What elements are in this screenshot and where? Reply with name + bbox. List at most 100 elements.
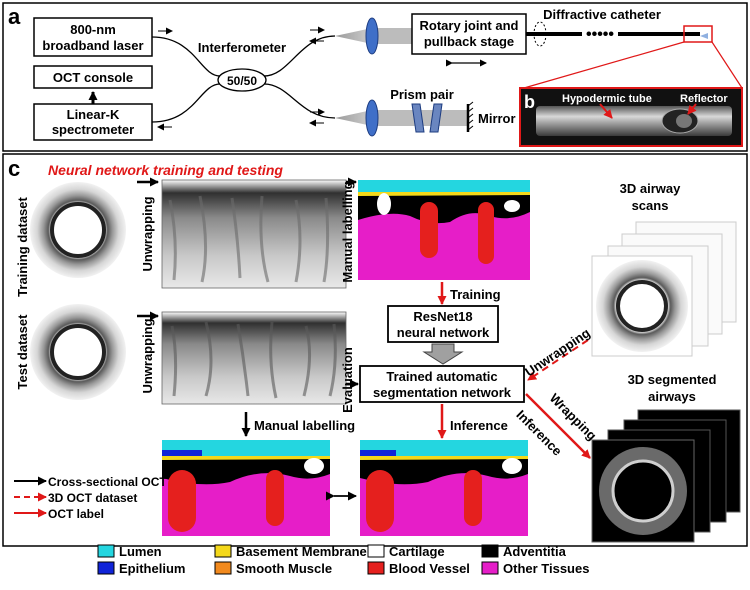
fiber-laser (151, 36, 221, 77)
oct-texture (168, 195, 330, 283)
cartilage-region (502, 458, 522, 474)
epithelium-layer (162, 450, 202, 456)
evaluation-label: Evaluation (340, 347, 355, 413)
blood-vessel-region (464, 470, 482, 526)
prism-label: Prism pair (390, 87, 454, 102)
trained-network-box (359, 365, 525, 403)
cartilage-region (377, 193, 391, 215)
training-dataset-label: Training dataset (15, 196, 30, 296)
unwrapping-label-training: Unwrapping (140, 196, 155, 271)
reflector-pointer (687, 103, 697, 115)
zoom-line-left (523, 41, 685, 89)
epithelium-layer (360, 450, 396, 456)
prism-2 (429, 103, 443, 133)
test-unwrapped-oct (161, 311, 347, 405)
legend-label: Cartilage (389, 544, 445, 559)
panel-c-title: Neural network training and testing (48, 162, 283, 178)
key-cross-sectional-label: Cross-sectional OCT (48, 475, 167, 489)
key-3d-dataset-label: 3D OCT dataset (48, 491, 137, 505)
laser-label-2: broadband laser (42, 38, 143, 53)
mirror-hatch (467, 101, 474, 131)
adventitia-layer (162, 456, 330, 485)
mirror-label: Mirror (478, 111, 516, 126)
spectrometer-label-1: Linear-K (67, 107, 120, 122)
rotary-label-2: pullback stage (424, 34, 514, 49)
basement-membrane-layer (162, 456, 330, 460)
spectrometer-box (33, 103, 153, 141)
legend-swatch (214, 561, 232, 575)
catheter-tip-beam (700, 33, 708, 39)
reflector-label: Reflector (680, 93, 728, 105)
3d-seg-lumen (611, 459, 675, 523)
3d-scan-lumen (616, 280, 668, 332)
coupler-label: 50/50 (227, 74, 257, 88)
training-unwrapped-oct (161, 179, 347, 289)
blood-vessel-region (420, 202, 438, 258)
laser-label-1: 800-nm (70, 22, 116, 37)
oct-console-label: OCT console (53, 70, 133, 85)
legend-swatch (481, 544, 499, 558)
panel-b-letter: b (524, 92, 535, 112)
rotary-label-1: Rotary joint and (420, 18, 519, 33)
legend-label: Smooth Muscle (236, 561, 332, 576)
sample-beam-cone (335, 28, 372, 44)
legend-label: Basement Membrane (236, 544, 367, 559)
adventitia-layer (358, 192, 530, 224)
oct-console-box (33, 65, 153, 89)
segmented-label-2: airways (648, 389, 696, 404)
fiber-sample (263, 35, 336, 77)
cartilage-region (304, 458, 324, 474)
adventitia-layer (360, 456, 528, 485)
trained-label-2: segmentation network (373, 385, 512, 400)
legend-label: Blood Vessel (389, 561, 470, 576)
rotation-indicator (533, 21, 547, 47)
fiber-spectrometer (151, 83, 221, 123)
basement-membrane-layer (360, 456, 528, 460)
spectrometer-label-2: spectrometer (52, 122, 134, 137)
lumen-layer (360, 440, 528, 456)
zoom-line-right (711, 41, 743, 89)
legend-swatch (97, 561, 115, 575)
legend-label: Lumen (119, 544, 162, 559)
inference-label: Inference (450, 418, 508, 433)
trained-label-1: Trained automatic (386, 369, 497, 384)
prism-1 (411, 103, 425, 133)
sample-lens (365, 17, 379, 55)
basement-membrane-layer (358, 192, 530, 196)
legend-swatch (367, 544, 385, 558)
fiber-reference (263, 83, 336, 119)
reflector-photo (676, 114, 692, 128)
legend-label: Other Tissues (503, 561, 589, 576)
key-oct-label-label: OCT label (48, 507, 104, 521)
wrapping-arrow (525, 393, 591, 459)
scans-label-2: scans (632, 198, 669, 213)
resnet-box (387, 305, 499, 343)
rotary-joint-box (411, 13, 527, 55)
catheter-dots: ••••• (586, 26, 614, 43)
sample-beam (372, 28, 412, 44)
reference-lens (365, 99, 379, 137)
legend-swatch (97, 544, 115, 558)
segmented-label-1: 3D segmented (628, 372, 717, 387)
coupler (217, 68, 267, 92)
hypodermic-label: Hypodermic tube (562, 93, 652, 105)
catheter-tip-highlight (683, 25, 713, 43)
manual-labelling-label-test: Manual labelling (254, 418, 355, 433)
panel-c-letter: c (8, 156, 20, 181)
interferometer-label: Interferometer (198, 40, 286, 55)
test-dataset-label: Test dataset (15, 314, 30, 390)
unwrapping-3d-arrow (527, 339, 589, 381)
blood-vessel-region (478, 202, 494, 264)
test-lumen (50, 324, 106, 380)
scans-label-1: 3D airway (620, 181, 681, 196)
lumen-layer (162, 440, 330, 456)
cartilage-region (504, 200, 520, 212)
legend-label: Epithelium (119, 561, 185, 576)
panel-a-letter: a (8, 4, 21, 29)
oct-texture (170, 321, 337, 399)
unwrapping-label-test: Unwrapping (140, 318, 155, 393)
legend-swatch (214, 544, 232, 558)
blood-vessel-region (168, 470, 196, 532)
